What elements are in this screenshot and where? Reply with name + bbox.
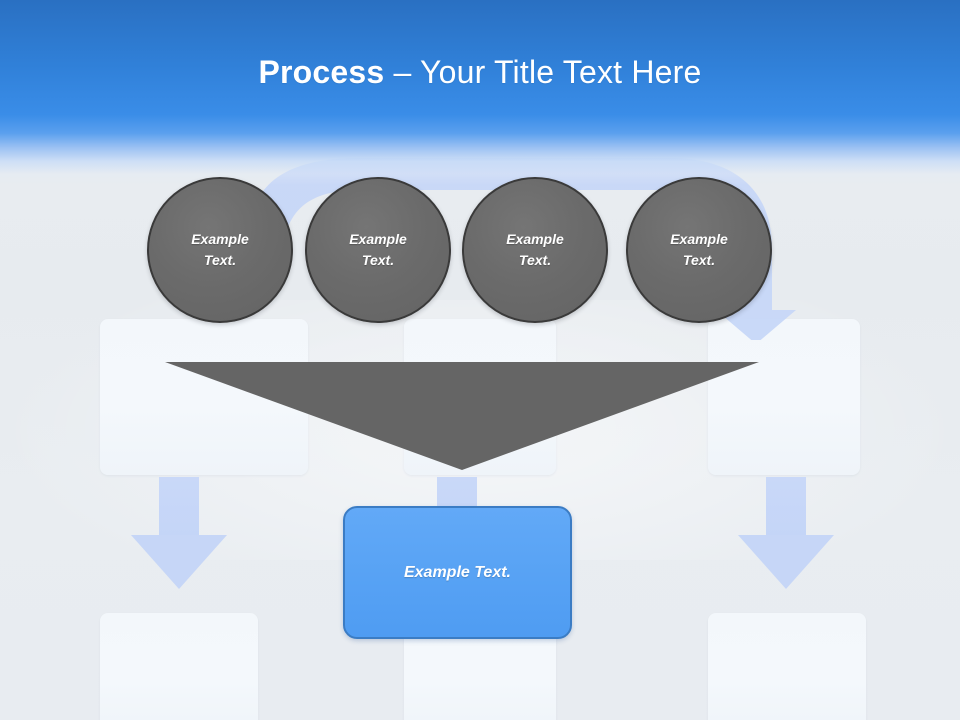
process-circle-2[interactable]: Example Text.: [305, 177, 451, 323]
down-arrow-right-icon: [738, 477, 834, 589]
callout-box[interactable]: Example Text.: [343, 506, 572, 639]
down-arrow-left-head: [131, 535, 227, 589]
process-circle-3[interactable]: Example Text.: [462, 177, 608, 323]
process-circle-1-label: Example Text.: [191, 231, 249, 268]
process-circle-4[interactable]: Example Text.: [626, 177, 772, 323]
process-circle-2-label: Example Text.: [349, 231, 407, 268]
header-banner: [0, 0, 960, 185]
down-arrow-right-head: [738, 535, 834, 589]
process-circle-1[interactable]: Example Text.: [147, 177, 293, 323]
process-circle-3-label: Example Text.: [506, 231, 564, 268]
decorative-box-bottom-right: [708, 613, 866, 720]
page-title-rest: – Your Title Text Here: [384, 54, 702, 90]
callout-box-label: Example Text.: [403, 563, 511, 581]
process-circle-4-label: Example Text.: [670, 231, 728, 268]
page-title-strong: Process: [258, 54, 385, 90]
down-arrow-left-icon: [131, 477, 227, 589]
page-title: Process – Your Title Text Here: [0, 52, 960, 92]
down-arrow-left-shaft: [159, 477, 199, 539]
summary-down-triangle: [165, 362, 759, 470]
down-arrow-right-shaft: [766, 477, 806, 539]
decorative-box-bottom-left: [100, 613, 258, 720]
